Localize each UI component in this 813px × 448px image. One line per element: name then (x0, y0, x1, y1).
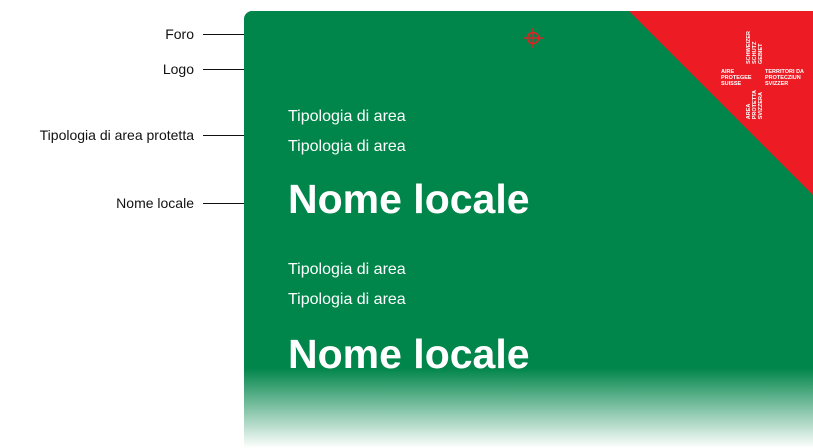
logo-text-fr-2: PROTEGEE (721, 75, 752, 81)
logo-text-fr: AIRE PROTEGEE SUISSE (721, 69, 752, 87)
logo-text-rm: TERRITORI DA PROTECZIUN SVIZZER (765, 69, 804, 87)
logo-text-it-3: SVIZZERA (758, 92, 764, 120)
logo-text-rm-1: TERRITORI DA (765, 69, 805, 75)
logo-text-rm-2: PROTECZIUN (765, 75, 801, 81)
area-type-line: Tipologia di area (288, 108, 406, 125)
area-type-line: Tipologia di area (288, 261, 406, 278)
panel-bottom-fade (244, 368, 813, 448)
annotation-logo: Logo (162, 61, 194, 77)
sign-panel: AIRE PROTEGEE SUISSE SCHWEIZER SCHUTZ GE… (244, 11, 813, 448)
logo-text-fr-3: SUISSE (721, 81, 742, 87)
hole-target-icon (523, 28, 543, 48)
leader-line-local-name (203, 203, 275, 204)
swiss-protected-area-logo: AIRE PROTEGEE SUISSE SCHWEIZER SCHUTZ GE… (717, 31, 813, 133)
annotation-local-name: Nome locale (116, 195, 194, 211)
annotation-area-type: Tipologia di area protetta (39, 127, 194, 143)
local-name: Nome locale (288, 176, 530, 222)
logo-text-de: SCHWEIZER SCHUTZ GEBIET (746, 31, 764, 64)
area-type-line: Tipologia di area (288, 138, 406, 155)
area-type-line: Tipologia di area (288, 291, 406, 308)
logo-text-de-3: GEBIET (758, 43, 764, 64)
leader-line-area-type (203, 135, 275, 136)
logo-text-fr-1: AIRE (721, 69, 735, 75)
logo-text-rm-3: SVIZZER (765, 81, 789, 87)
annotation-hole: Foro (165, 26, 194, 42)
logo-text-it: AREA PROTETTA SVIZZERA (746, 90, 764, 119)
